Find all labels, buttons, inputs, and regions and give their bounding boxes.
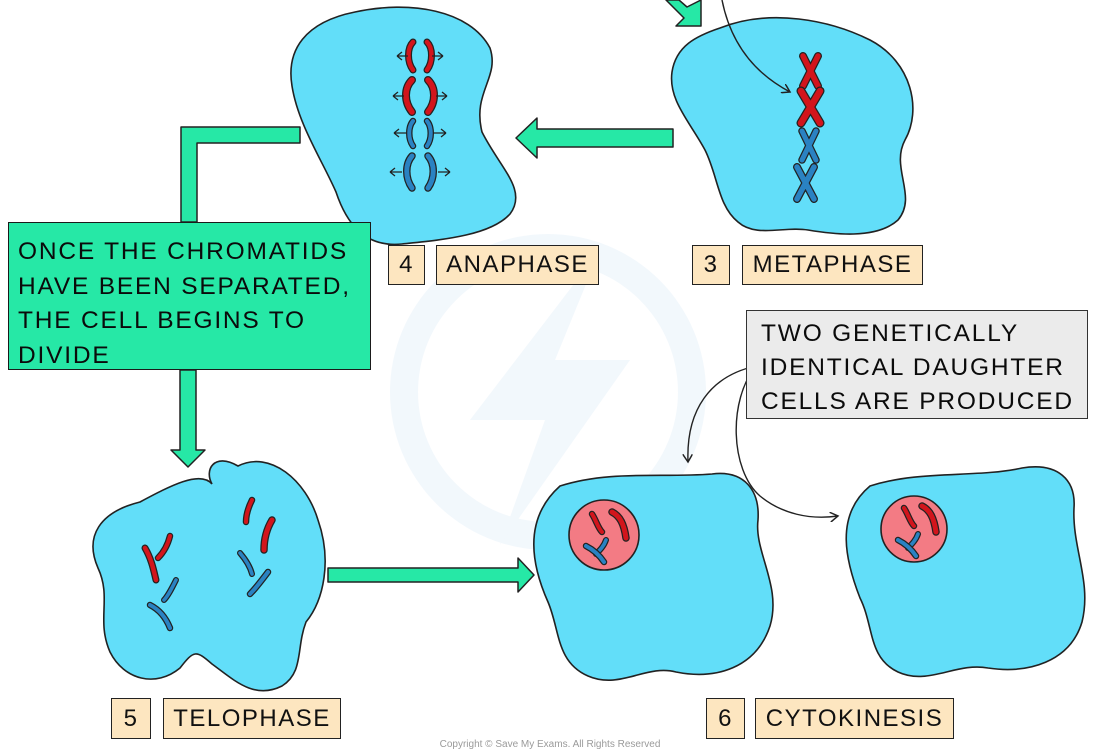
chromosome-red bbox=[799, 52, 822, 90]
pointer-line-left-daughter bbox=[688, 365, 757, 462]
chromatid-red-pair bbox=[405, 38, 435, 74]
stage-name-metaphase: METAPHASE bbox=[742, 245, 923, 285]
chromosome-red bbox=[242, 496, 256, 526]
chromosome-red bbox=[900, 504, 918, 530]
stage-name-cytokinesis: CYTOKINESIS bbox=[755, 698, 954, 739]
chromosome-blue bbox=[798, 127, 820, 164]
chromosome-red bbox=[918, 502, 940, 536]
stage-number-anaphase: 4 bbox=[388, 245, 425, 285]
chromatids-separated-note: ONCE THE CHROMATIDS HAVE BEEN SEPARATED,… bbox=[8, 222, 371, 370]
stage-number-telophase: 5 bbox=[111, 698, 151, 739]
chromosome-blue bbox=[582, 542, 608, 566]
chromosome-blue bbox=[793, 163, 818, 203]
chromosome-blue bbox=[237, 550, 255, 577]
metaphase-cell bbox=[670, 16, 914, 235]
arrow-to-telophase bbox=[170, 369, 206, 468]
chromatid-red-pair bbox=[402, 76, 438, 116]
arrow-telophase-to-cytokinesis bbox=[327, 557, 535, 593]
arrow-into-metaphase bbox=[665, 0, 702, 27]
arrow-metaphase-to-anaphase bbox=[515, 117, 674, 159]
daughter-cell-left bbox=[532, 472, 774, 681]
pointer-line-right-daughter bbox=[735, 365, 838, 517]
chromosome-blue bbox=[246, 568, 272, 598]
chromosome-blue bbox=[161, 577, 179, 603]
daughter-cells-note: TWO GENETICALLY IDENTICAL DAUGHTER CELLS… bbox=[746, 310, 1088, 419]
anaphase-cell bbox=[290, 6, 517, 246]
arrow-anaphase-down bbox=[180, 126, 301, 223]
chromosome-red bbox=[796, 86, 825, 128]
chromosome-red bbox=[154, 532, 174, 562]
chromatid-blue-pair bbox=[406, 117, 434, 150]
chromosome-blue bbox=[894, 536, 920, 560]
chromatid-blue-pair bbox=[403, 152, 437, 192]
stage-number-metaphase: 3 bbox=[692, 245, 730, 285]
spindle-pull-arrows bbox=[389, 51, 451, 177]
chromosome-red bbox=[588, 510, 606, 536]
watermark-logo bbox=[390, 234, 706, 550]
chromosome-red bbox=[141, 544, 160, 584]
chromosome-red bbox=[608, 508, 630, 542]
telophase-cell bbox=[92, 460, 326, 692]
stage-name-anaphase: ANAPHASE bbox=[436, 245, 599, 285]
stage-name-telophase: TELOPHASE bbox=[163, 698, 341, 739]
daughter-cell-right bbox=[845, 466, 1086, 678]
chromosome-blue bbox=[146, 601, 174, 632]
stage-number-cytokinesis: 6 bbox=[706, 698, 745, 739]
chromosome-red bbox=[260, 516, 276, 554]
pointer-line bbox=[721, 0, 790, 92]
copyright-text: Copyright © Save My Exams. All Rights Re… bbox=[439, 739, 661, 750]
